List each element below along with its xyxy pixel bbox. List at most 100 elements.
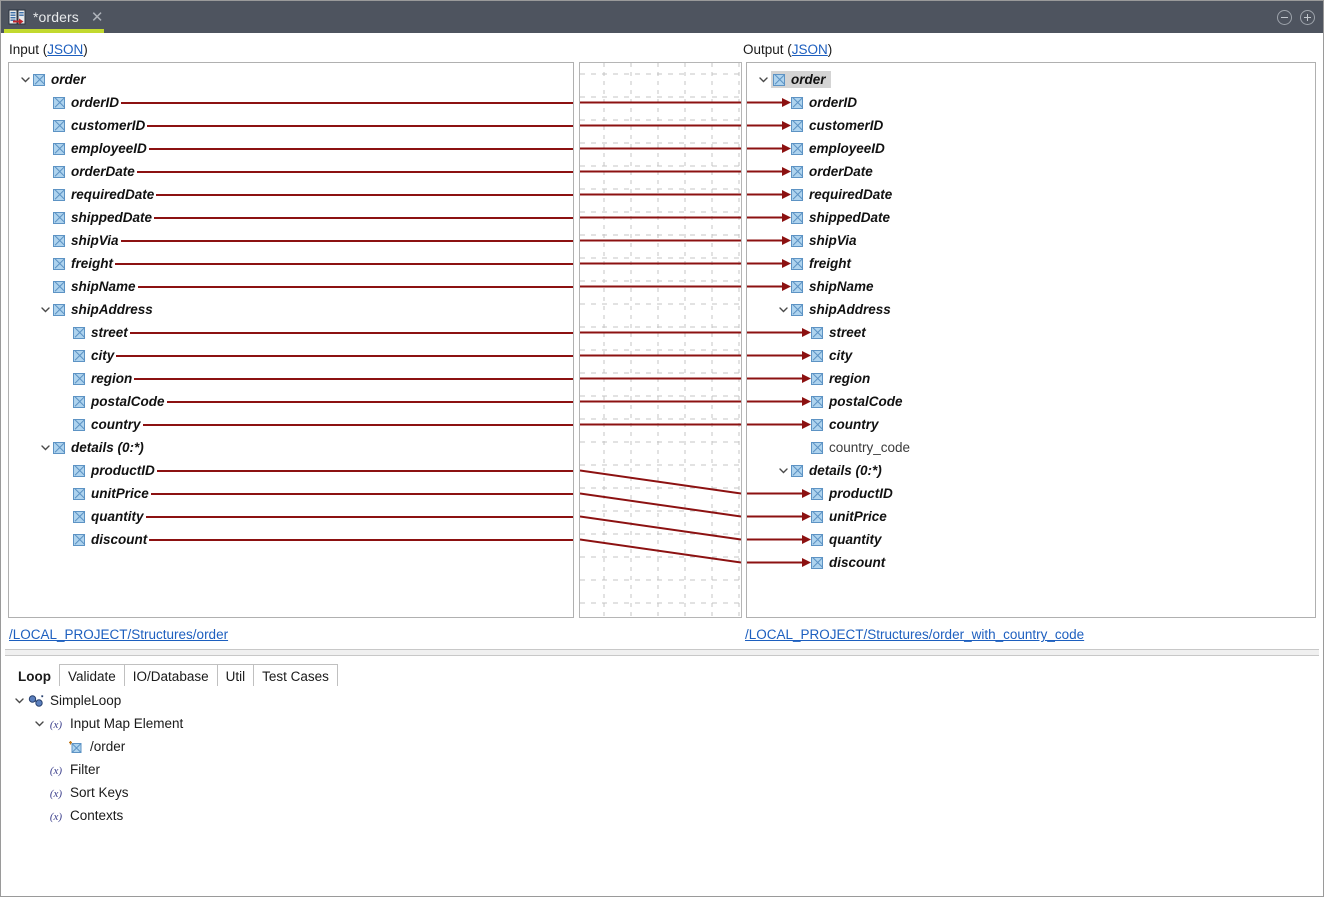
field-checkbox-icon[interactable] <box>811 510 823 523</box>
loop-tree-row-contexts[interactable]: (x)Contexts <box>31 804 123 827</box>
tab-util[interactable]: Util <box>216 664 255 687</box>
tree-node[interactable]: shipAddress <box>53 302 153 317</box>
tab-validate[interactable]: Validate <box>59 664 125 687</box>
loop-tree-row-input-map-element[interactable]: (x)Input Map Element <box>31 712 183 735</box>
loop-tree-row-simpleloop[interactable]: SimpleLoop <box>11 689 121 712</box>
mapping-line-out-productid[interactable] <box>156 469 573 472</box>
input-tree-row-order[interactable]: order <box>9 68 86 91</box>
input-tree-row-orderid[interactable]: orderID <box>9 91 119 114</box>
input-tree-row-freight[interactable]: freight <box>9 252 113 275</box>
mapping-line-out-orderdate[interactable] <box>136 170 573 173</box>
tab-test-cases[interactable]: Test Cases <box>253 664 338 687</box>
output-tree-row-shipaddress[interactable]: shipAddress <box>747 298 891 321</box>
loop-tree-row-sort-keys[interactable]: (x)Sort Keys <box>31 781 129 804</box>
field-checkbox-icon[interactable] <box>73 510 85 523</box>
chevron-down-icon[interactable] <box>755 68 771 91</box>
field-checkbox-icon[interactable] <box>73 487 85 500</box>
tree-node[interactable]: customerID <box>53 118 145 133</box>
mapping-line-out-shippeddate[interactable] <box>154 216 573 219</box>
tree-node[interactable]: orderID <box>791 95 857 110</box>
field-checkbox-icon[interactable] <box>811 556 823 569</box>
tree-node[interactable]: productID <box>73 463 155 478</box>
output-tree-row-postalcode[interactable]: postalCode <box>747 390 903 413</box>
tree-node[interactable]: discount <box>73 532 147 547</box>
field-checkbox-icon[interactable] <box>811 533 823 546</box>
loop-tree-row-order[interactable]: /order <box>51 735 125 758</box>
chevron-down-icon[interactable] <box>37 298 53 321</box>
input-tree-row-orderdate[interactable]: orderDate <box>9 160 135 183</box>
tree-node[interactable]: country_code <box>811 440 910 455</box>
chevron-down-icon[interactable] <box>775 459 791 482</box>
tree-node[interactable]: postalCode <box>811 394 903 409</box>
input-tree-row-city[interactable]: city <box>9 344 114 367</box>
field-checkbox-icon[interactable] <box>811 441 823 454</box>
tree-node[interactable]: quantity <box>73 509 144 524</box>
tree-node[interactable]: city <box>73 348 114 363</box>
chevron-down-icon[interactable] <box>37 436 53 459</box>
output-tree-row-country[interactable]: country <box>747 413 879 436</box>
mapping-line-out-freight[interactable] <box>115 262 573 265</box>
tree-node[interactable]: shipName <box>53 279 136 294</box>
field-checkbox-icon[interactable] <box>53 119 65 132</box>
loop-tree-row-filter[interactable]: (x)Filter <box>31 758 100 781</box>
field-checkbox-icon[interactable] <box>791 96 803 109</box>
field-checkbox-icon[interactable] <box>791 234 803 247</box>
input-tree-row-street[interactable]: street <box>9 321 128 344</box>
output-format-link[interactable]: JSON <box>791 42 828 57</box>
field-checkbox-icon[interactable] <box>73 418 85 431</box>
tree-node[interactable]: country <box>73 417 141 432</box>
input-tree-row-customerid[interactable]: customerID <box>9 114 145 137</box>
mapping-line-out-unitprice[interactable] <box>150 492 573 495</box>
field-checkbox-icon[interactable] <box>73 533 85 546</box>
mapping-canvas[interactable] <box>579 62 742 618</box>
tree-node[interactable]: shipName <box>791 279 874 294</box>
output-tree-row-country_code[interactable]: country_code <box>747 436 910 459</box>
field-checkbox-icon[interactable] <box>73 464 85 477</box>
output-tree-row-shippeddate[interactable]: shippedDate <box>747 206 890 229</box>
tree-node[interactable]: city <box>811 348 852 363</box>
field-checkbox-icon[interactable] <box>811 372 823 385</box>
tree-node[interactable]: orderDate <box>53 164 135 179</box>
tree-node[interactable]: shipVia <box>53 233 119 248</box>
field-checkbox-icon[interactable] <box>773 73 785 86</box>
tree-node[interactable]: street <box>73 325 128 340</box>
selected-node-highlight[interactable]: order <box>771 71 831 88</box>
output-tree-row-shipname[interactable]: shipName <box>747 275 874 298</box>
mapping-line-out-customerid[interactable] <box>147 124 573 127</box>
panel-divider[interactable] <box>5 649 1319 656</box>
output-tree-row-customerid[interactable]: customerID <box>747 114 883 137</box>
tree-node[interactable]: employeeID <box>53 141 147 156</box>
tree-node[interactable]: shipVia <box>791 233 857 248</box>
tree-node[interactable]: order <box>33 72 86 87</box>
output-tree-row-details-0[interactable]: details (0:*) <box>747 459 882 482</box>
chevron-down-icon[interactable] <box>11 689 27 712</box>
tree-node[interactable]: requiredDate <box>791 187 892 202</box>
field-checkbox-icon[interactable] <box>791 142 803 155</box>
field-checkbox-icon[interactable] <box>53 257 65 270</box>
close-icon[interactable]: ✕ <box>90 8 104 26</box>
input-tree-row-shipvia[interactable]: shipVia <box>9 229 119 252</box>
input-format-link[interactable]: JSON <box>47 42 84 57</box>
input-structure-path-link[interactable]: /LOCAL_PROJECT/Structures/order <box>9 627 229 642</box>
field-checkbox-icon[interactable] <box>53 165 65 178</box>
field-checkbox-icon[interactable] <box>811 487 823 500</box>
editor-tab-orders[interactable]: *orders ✕ <box>1 1 112 33</box>
tree-node[interactable]: details (0:*) <box>53 440 144 455</box>
field-checkbox-icon[interactable] <box>811 418 823 431</box>
chevron-down-icon[interactable] <box>17 68 33 91</box>
mapping-line-out-region[interactable] <box>134 377 573 380</box>
tree-node[interactable]: customerID <box>791 118 883 133</box>
tree-node[interactable]: details (0:*) <box>791 463 882 478</box>
tree-node[interactable]: quantity <box>811 532 882 547</box>
field-checkbox-icon[interactable] <box>791 188 803 201</box>
input-tree-row-discount[interactable]: discount <box>9 528 147 551</box>
output-tree-row-city[interactable]: city <box>747 344 852 367</box>
output-tree-row-street[interactable]: street <box>747 321 866 344</box>
output-tree-row-unitprice[interactable]: unitPrice <box>747 505 887 528</box>
input-tree-row-requireddate[interactable]: requiredDate <box>9 183 154 206</box>
field-checkbox-icon[interactable] <box>791 257 803 270</box>
output-tree-row-discount[interactable]: discount <box>747 551 885 574</box>
tab-io-database[interactable]: IO/Database <box>123 664 218 687</box>
minimize-icon[interactable] <box>1277 9 1292 25</box>
